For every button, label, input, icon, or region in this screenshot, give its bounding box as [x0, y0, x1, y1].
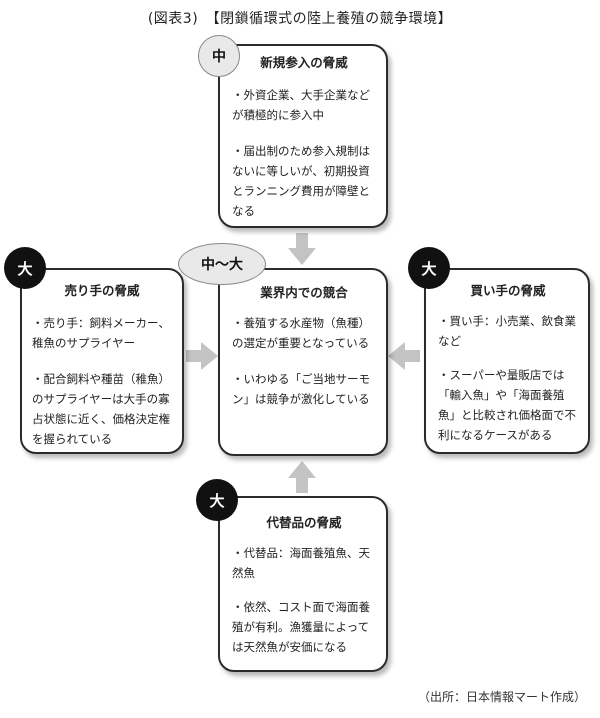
industry-rivalry-level-badge: 中〜大: [178, 243, 266, 285]
sellers-box: 売り手の脅威 ・売り手：飼料メーカー、稚魚のサプライヤー ・配合飼料や種苗（稚魚…: [20, 268, 184, 454]
substitutes-box: 代替品の脅威 ・代替品：海面養殖魚、天然魚 ・依然、コスト面で海面養殖が有利。漁…: [218, 496, 388, 672]
arrow-right-icon: [186, 342, 218, 370]
arrow-up-icon: [288, 461, 316, 493]
new-entrants-level-badge: 中: [198, 35, 240, 77]
new-entrants-item: ・届出制のため参入規制はないに等しいが、初期投資とランニング費用が障壁となる: [232, 144, 370, 218]
new-entrants-item: ・外資企業、大手企業などが積極的に参入中: [232, 88, 370, 122]
arrow-down-icon: [288, 233, 316, 265]
substitutes-item: ・依然、コスト面で海面養殖が有利。漁獲量によっては天然魚が安価になる: [232, 600, 370, 654]
sellers-item: ・売り手：飼料メーカー、稚魚のサプライヤー: [32, 316, 170, 350]
buyers-item: ・スーパーや量販店では「輸入魚」や「海面養殖魚」と比較され価格面で不利になるケー…: [438, 368, 576, 442]
industry-rivalry-item: ・いわゆる「ご当地サーモン」は競争が激化している: [232, 372, 370, 406]
sellers-item: ・配合飼料や種苗（稚魚）のサプライヤーは大手の寡占状態に近く、価格決定権を握られ…: [32, 372, 170, 446]
arrow-left-icon: [388, 342, 420, 370]
buyers-box: 買い手の脅威 ・買い手：小売業、飲食業など ・スーパーや量販店では「輸入魚」や「…: [424, 268, 590, 454]
substitutes-level-badge: 大: [196, 479, 238, 521]
buyers-level-badge: 大: [408, 247, 450, 289]
sellers-level-badge: 大: [4, 247, 46, 289]
new-entrants-heading: 新規参入の脅威: [260, 55, 348, 70]
figure-title: (図表3) 【閉鎖循環式の陸上養殖の競争環境】: [147, 11, 453, 27]
industry-rivalry-heading: 業界内での競合: [260, 285, 348, 300]
source-note: （出所：日本情報マート作成）: [417, 690, 586, 704]
sellers-heading: 売り手の脅威: [64, 283, 140, 298]
new-entrants-box: 新規参入の脅威 ・外資企業、大手企業などが積極的に参入中 ・届出制のため参入規制…: [218, 44, 388, 228]
industry-rivalry-box: 業界内での競合 ・養殖する水産物（魚種）の選定が重要となっている ・いわゆる「ご…: [218, 268, 388, 456]
substitutes-item: ・代替品：海面養殖魚、天然魚: [232, 546, 370, 580]
buyers-item: ・買い手：小売業、飲食業など: [438, 314, 576, 348]
industry-rivalry-item: ・養殖する水産物（魚種）の選定が重要となっている: [232, 316, 370, 350]
buyers-heading: 買い手の脅威: [470, 283, 546, 298]
substitutes-heading: 代替品の脅威: [266, 515, 342, 530]
